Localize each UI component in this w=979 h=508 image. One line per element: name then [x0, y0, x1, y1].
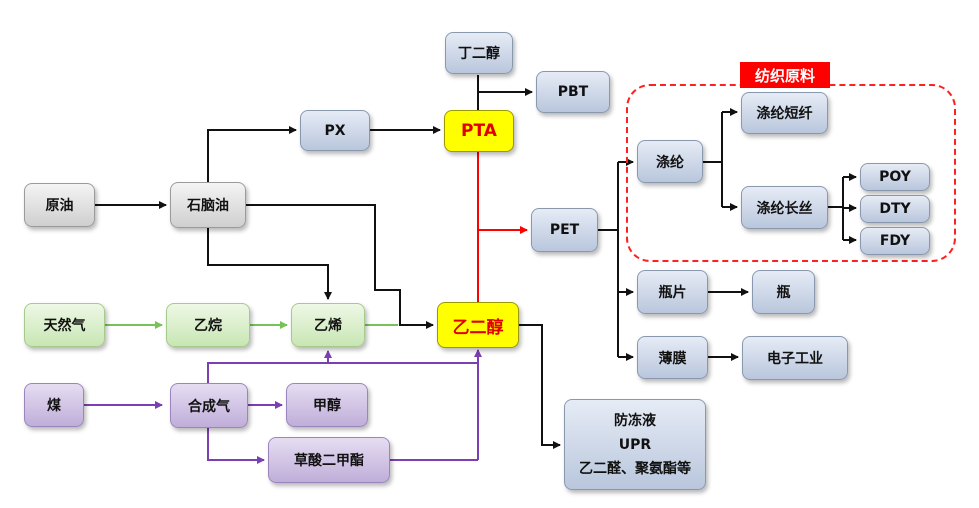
- node-crude-oil: 原油: [24, 183, 95, 227]
- node-bottle: 瓶: [752, 270, 815, 314]
- arrow-naphtha-to-meg: [246, 204, 434, 329]
- node-dty: DTY: [860, 195, 930, 223]
- arrow-naphtha-to-ethylene: [207, 228, 332, 300]
- node-dimethyl-oxalate: 草酸二甲酯: [268, 437, 390, 483]
- node-methanol: 甲醇: [286, 383, 368, 427]
- node-ethylene: 乙烯: [291, 303, 365, 347]
- other-use-glyoxal-pu: 乙二醛、聚氨酯等: [579, 460, 691, 477]
- node-filament: 涤纶长丝: [741, 186, 828, 229]
- arrow-syngas-to-ethylene: [207, 350, 332, 383]
- node-staple-fiber: 涤纶短纤: [741, 92, 828, 134]
- node-fdy: FDY: [860, 227, 930, 255]
- arrow-syngas-to-oxalate: [207, 428, 265, 464]
- node-pet: PET: [531, 208, 598, 252]
- node-electronics: 电子工业: [742, 336, 848, 380]
- node-meg: 乙二醇: [437, 302, 519, 348]
- node-butanediol: 丁二醇: [445, 32, 513, 74]
- arrow-naphtha-to-px: [207, 126, 297, 182]
- node-naphtha: 石脑油: [170, 182, 246, 228]
- frame-title: 纺织原料: [740, 62, 830, 88]
- node-coal: 煤: [24, 383, 84, 427]
- node-ethane: 乙烷: [166, 303, 250, 347]
- node-natural-gas: 天然气: [24, 303, 105, 347]
- node-film: 薄膜: [637, 336, 708, 379]
- node-other-uses: 防冻液 UPR 乙二醛、聚氨酯等: [564, 399, 706, 490]
- node-pbt: PBT: [536, 71, 610, 113]
- node-px: PX: [300, 110, 370, 151]
- node-polyester: 涤纶: [637, 140, 703, 183]
- arrow-meg-to-others: [519, 324, 561, 449]
- other-use-antifreeze: 防冻液: [614, 412, 656, 429]
- node-poy: POY: [860, 163, 930, 191]
- other-use-upr: UPR: [618, 436, 652, 453]
- node-bottle-chips: 瓶片: [637, 270, 708, 314]
- node-syngas: 合成气: [170, 383, 248, 428]
- node-pta: PTA: [444, 110, 514, 152]
